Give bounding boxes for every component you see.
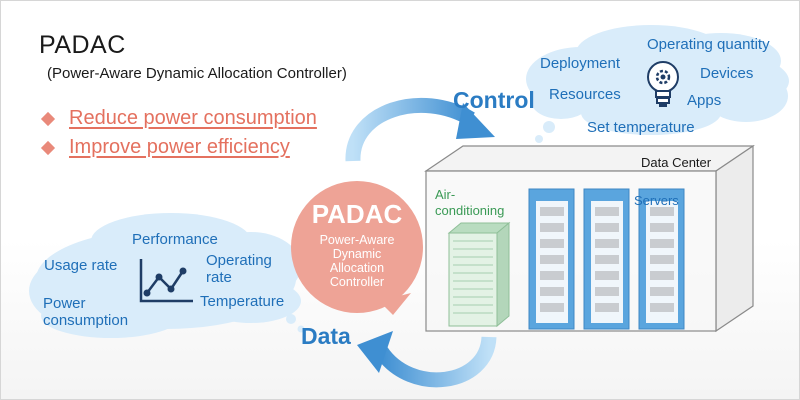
datacenter-label: Data Center: [641, 155, 712, 170]
padac-bubble: [291, 181, 423, 315]
control-item-apps: Apps: [687, 92, 722, 109]
control-item-resources: Resources: [549, 86, 621, 103]
control-item-operating-quantity: Operating quantity: [647, 36, 770, 53]
padac-bubble-content: PADAC Power-Aware Dynamic Allocation Con…: [291, 199, 423, 289]
data-item-rate: rate: [206, 269, 232, 286]
server-rack: [528, 188, 575, 330]
server-rack: [583, 188, 630, 330]
page-title: PADAC: [39, 31, 126, 59]
data-arrow: [357, 331, 497, 388]
benefit-item: Reduce power consumption: [40, 107, 317, 130]
controller-line: Power-Aware: [319, 233, 395, 247]
control-item-devices: Devices: [700, 65, 754, 82]
controller-line: Dynamic: [332, 247, 382, 261]
control-item-deployment: Deployment: [540, 55, 621, 72]
aircon-label-line: conditioning: [435, 203, 505, 218]
data-item-power: Power: [43, 295, 86, 312]
line-graph-icon: [139, 259, 193, 303]
control-item-set-temperature: Set temperature: [587, 119, 695, 136]
control-arrow-label: Control: [453, 87, 535, 113]
page-subtitle: (Power-Aware Dynamic Allocation Controll…: [47, 65, 347, 82]
data-arrow-label: Data: [301, 323, 351, 349]
control-arrow: [345, 97, 495, 162]
controller-name: PADAC: [311, 199, 403, 229]
benefit-text: Improve power efficiency: [69, 136, 290, 158]
data-cloud: [29, 213, 305, 338]
aircon-label-line: Air-: [435, 187, 456, 202]
controller-line: Controller: [329, 275, 385, 289]
controller-description: Power-Aware Dynamic Allocation Controlle…: [291, 233, 423, 289]
data-item-operating: Operating: [206, 252, 272, 269]
data-item-consumption: consumption: [43, 312, 129, 329]
data-item-temperature: Temperature: [200, 293, 285, 310]
benefit-text: Reduce power consumption: [69, 107, 317, 129]
control-cloud: [526, 25, 789, 143]
server-rack: [638, 188, 685, 330]
data-item-performance: Performance: [132, 231, 218, 248]
diamond-bullet-icon: [40, 111, 56, 126]
data-item-usage-rate: Usage rate: [44, 257, 118, 274]
lightbulb-gear-icon: [647, 61, 679, 107]
servers-label: Servers: [634, 193, 679, 208]
aircon-label: Air- conditioning: [435, 187, 531, 219]
diamond-bullet-icon: [40, 140, 56, 155]
server-racks: [528, 188, 685, 330]
controller-line: Allocation: [329, 261, 385, 275]
aircon-unit: [447, 221, 511, 328]
benefit-item: Improve power efficiency: [40, 136, 290, 159]
